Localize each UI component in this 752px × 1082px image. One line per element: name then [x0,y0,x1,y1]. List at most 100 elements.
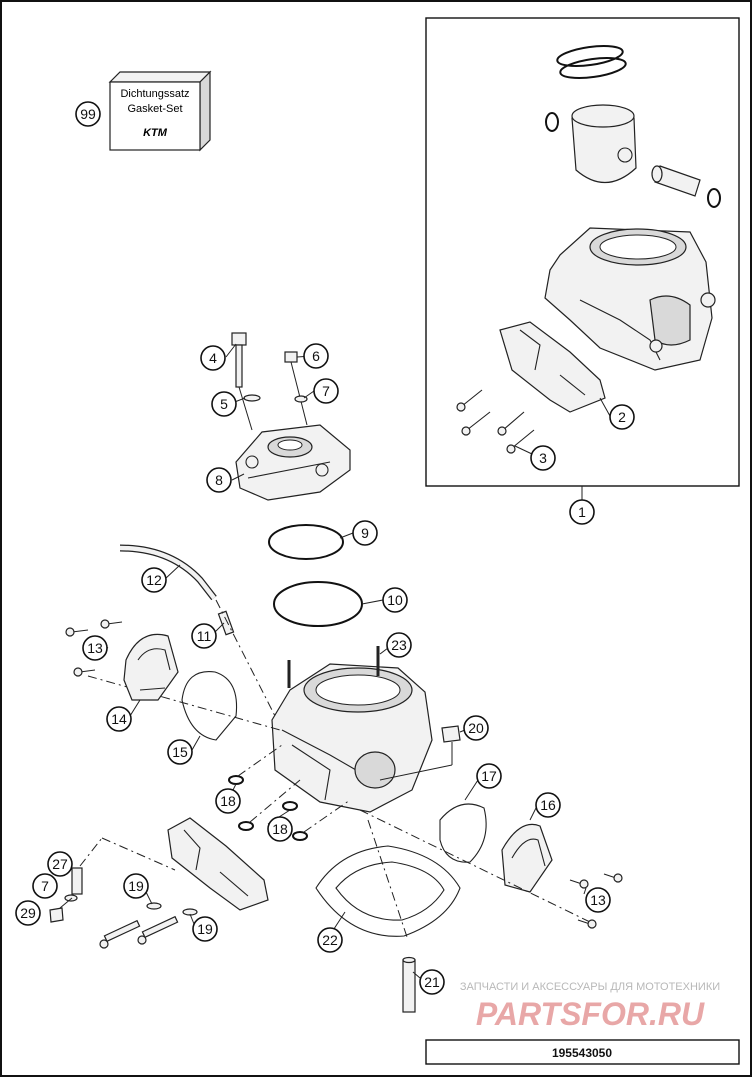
svg-text:11: 11 [197,628,212,644]
o-ring-18b [238,821,254,831]
callout-6: 6 [303,343,329,369]
kit-exhaust-flange [499,321,606,413]
piston-rings [556,44,627,80]
callout-16: 16 [535,792,561,818]
svg-text:5: 5 [220,396,228,412]
callout-23: 23 [386,632,412,658]
svg-text:23: 23 [391,637,407,653]
callout-1: 1 [569,499,595,525]
screws-right [569,873,623,929]
svg-text:1: 1 [578,504,586,520]
svg-text:16: 16 [540,797,556,813]
callout-7-bottom: 7 [32,873,58,899]
svg-text:9: 9 [361,525,369,541]
callout-17: 17 [476,763,502,789]
washer-19a [146,902,162,910]
piston-pin [651,165,701,197]
svg-text:6: 6 [312,348,320,364]
callout-22: 22 [317,927,343,953]
svg-text:18: 18 [220,793,236,809]
callout-7-top: 7 [313,378,339,404]
cover-gasket-17 [439,803,487,863]
diagram-code-box [425,1039,740,1065]
callout-99: 99 [75,101,101,127]
svg-text:21: 21 [424,974,440,990]
cylinder [271,663,433,813]
svg-text:12: 12 [146,572,162,588]
exhaust-valve-cover [501,823,553,893]
circlip-left [545,112,559,132]
diagram-code: 195543050 [552,1046,612,1060]
callout-18-b: 18 [267,816,293,842]
callout-5: 5 [211,391,237,417]
watermark-subtitle: ЗАПЧАСТИ И АКСЕССУАРЫ ДЛЯ МОТОТЕХНИКИ [460,981,720,993]
callout-15: 15 [167,739,193,765]
svg-text:4: 4 [209,350,217,366]
svg-text:99: 99 [80,106,96,122]
svg-text:15: 15 [172,744,188,760]
dowel-21 [402,959,416,1013]
callout-12: 12 [141,567,167,593]
cylinder-head-bolt [231,332,253,431]
callout-3: 3 [530,445,556,471]
washer-5 [243,394,261,402]
svg-text:13: 13 [87,640,103,656]
o-ring-18a [228,775,244,785]
gasket-set-line2: Gasket-Set [127,103,182,115]
callout-4: 4 [200,345,226,371]
callout-9: 9 [352,520,378,546]
svg-text:22: 22 [322,932,338,948]
cover-gasket-15 [181,671,238,741]
callout-19-a: 19 [123,873,149,899]
svg-text:18: 18 [272,821,288,837]
o-ring-18c [282,801,298,811]
screws-left [65,619,123,677]
piston [571,104,637,184]
water-pump-cover [123,633,179,701]
svg-text:10: 10 [387,592,403,608]
nut-29 [49,907,64,923]
base-gasket [315,845,461,937]
o-ring-10 [273,581,363,627]
svg-text:8: 8 [215,472,223,488]
svg-text:13: 13 [590,892,606,908]
callout-20: 20 [463,715,489,741]
cylinder-head [235,424,351,501]
svg-text:7: 7 [41,878,49,894]
gasket-set-line1: Dichtungssatz [120,88,189,100]
callout-29: 29 [15,900,41,926]
o-ring-9 [268,524,344,560]
ktm-logo: KTM [143,127,168,139]
stud-27 [71,867,83,895]
watermark-title: PARTSFOR.RU [476,996,705,1032]
kit-cylinder [544,227,716,371]
callout-10: 10 [382,587,408,613]
svg-text:19: 19 [197,921,213,937]
callout-8: 8 [206,467,232,493]
circlip-right [707,188,721,208]
callout-2: 2 [609,404,635,430]
callout-18-a: 18 [215,788,241,814]
callout-21: 21 [419,969,445,995]
kit-bolts [456,389,535,454]
callout-27: 27 [47,851,73,877]
svg-text:29: 29 [20,905,36,921]
callout-13-left: 13 [82,635,108,661]
plug-20 [379,725,461,781]
svg-text:20: 20 [468,720,484,736]
callout-19-b: 19 [192,916,218,942]
callout-11: 11 [191,623,217,649]
hose-nipple [217,610,235,636]
callout-13-right: 13 [585,887,611,913]
callout-14: 14 [106,706,132,732]
gasket-set-box: Dichtungssatz Gasket-Set KTM [108,70,212,152]
washer-7-bottom [64,894,78,902]
flange-bolts [99,915,179,949]
svg-text:3: 3 [539,450,547,466]
cap-nut [284,351,308,426]
o-ring-18d [292,831,308,841]
svg-text:27: 27 [52,856,68,872]
